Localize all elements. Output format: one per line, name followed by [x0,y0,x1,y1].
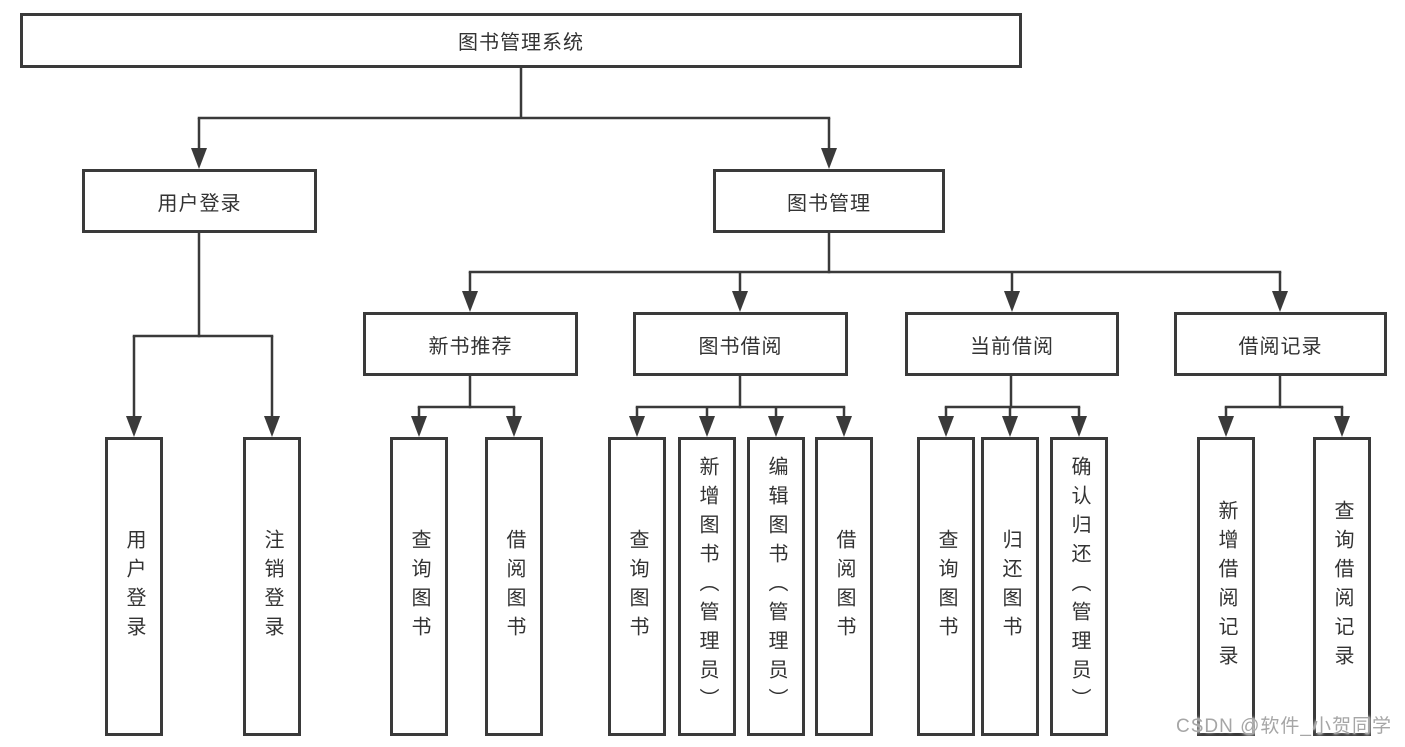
leaf-borrow-query-book: 查询图书 [608,437,666,736]
leaf-newrec-borrow-book: 借阅图书 [485,437,543,736]
node-book-borrowing: 图书借阅 [633,312,848,376]
node-current-borrowing: 当前借阅 [905,312,1119,376]
leaf-borrow-edit-book-admin: 编辑图书（管理员） [747,437,805,736]
node-borrowing-records: 借阅记录 [1174,312,1387,376]
node-user-login: 用户登录 [82,169,317,233]
node-book-management: 图书管理 [713,169,945,233]
leaf-newrec-query-book: 查询图书 [390,437,448,736]
leaf-records-query-record: 查询借阅记录 [1313,437,1371,736]
leaf-current-query-book: 查询图书 [917,437,975,736]
node-new-book-recommend: 新书推荐 [363,312,578,376]
leaf-records-add-record: 新增借阅记录 [1197,437,1255,736]
leaf-current-return-book: 归还图书 [981,437,1039,736]
leaf-current-confirm-return-admin: 确认归还（管理员） [1050,437,1108,736]
leaf-borrow-borrow-book: 借阅图书 [815,437,873,736]
node-library-management-system: 图书管理系统 [20,13,1022,68]
leaf-logout-login: 注销登录 [243,437,301,736]
leaf-borrow-add-book-admin: 新增图书（管理员） [678,437,736,736]
leaf-user-login: 用户登录 [105,437,163,736]
csdn-watermark: CSDN @软件_小贺同学 [1176,716,1392,737]
